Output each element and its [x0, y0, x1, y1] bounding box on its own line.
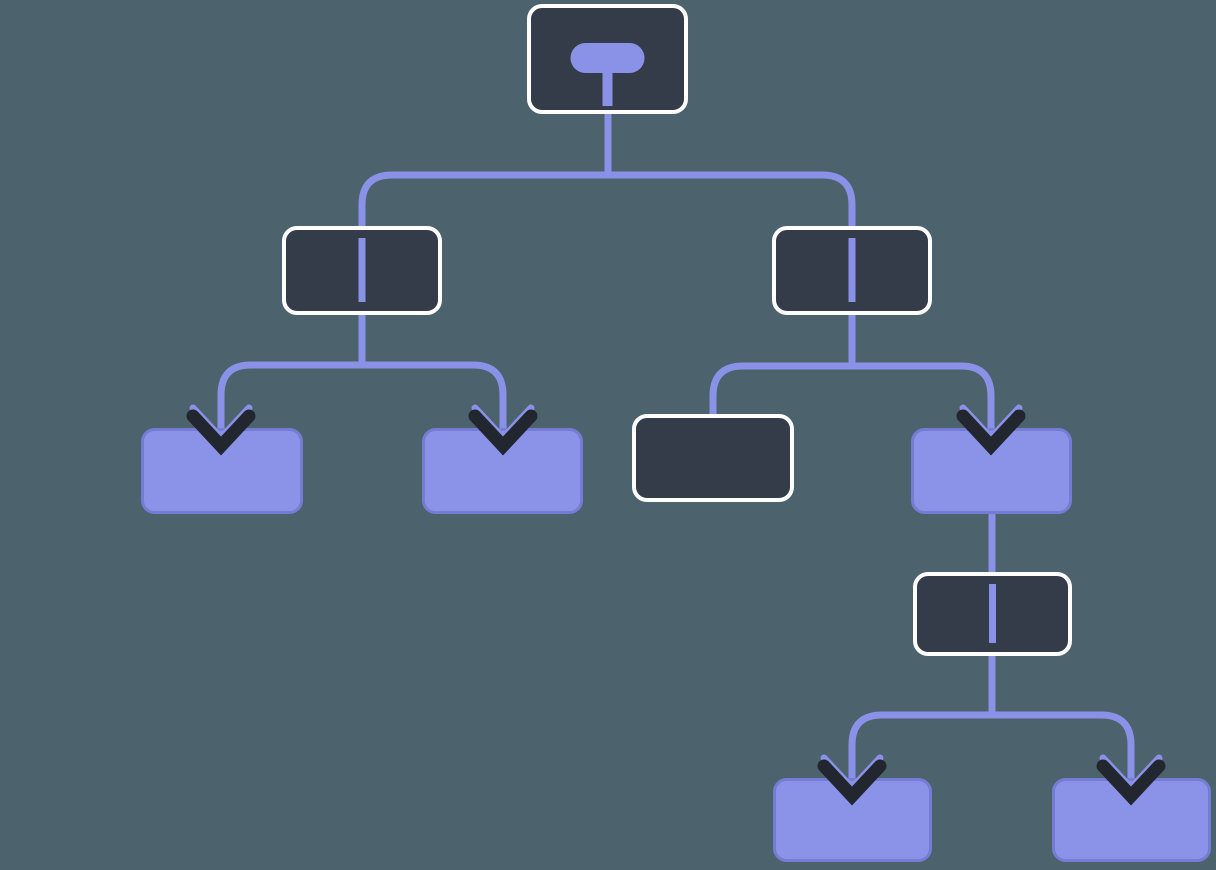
arrow-bottom-leaf-1-chevron-down-dark-icon: [817, 759, 887, 806]
arrow-bottom-leaf-2-chevron-down-dark-icon: [1096, 759, 1166, 806]
left-leaf-2-node: [422, 428, 583, 514]
connector-top-branch: [358, 171, 856, 228]
connector-bottom-branch: [848, 711, 1135, 784]
connector-left-branch: [217, 361, 507, 434]
connector-right-branch: [709, 362, 995, 434]
left-leaf-1-node: [141, 428, 303, 514]
right-mid-parent-node: [911, 428, 1072, 514]
arrow-left-leaf-2-chevron-down-dark-icon: [468, 409, 538, 456]
root-token-stem-icon: [602, 71, 613, 106]
arrow-right-mid-parent-chevron-down-dark-icon: [956, 409, 1026, 456]
right-dark-leaf-node: [632, 414, 794, 502]
arrow-left-leaf-1-chevron-down-dark-icon: [186, 409, 256, 456]
bottom-leaf-2-node: [1052, 778, 1211, 862]
bottom-leaf-1-node: [773, 778, 932, 862]
root-token-pill-icon: [570, 43, 645, 73]
